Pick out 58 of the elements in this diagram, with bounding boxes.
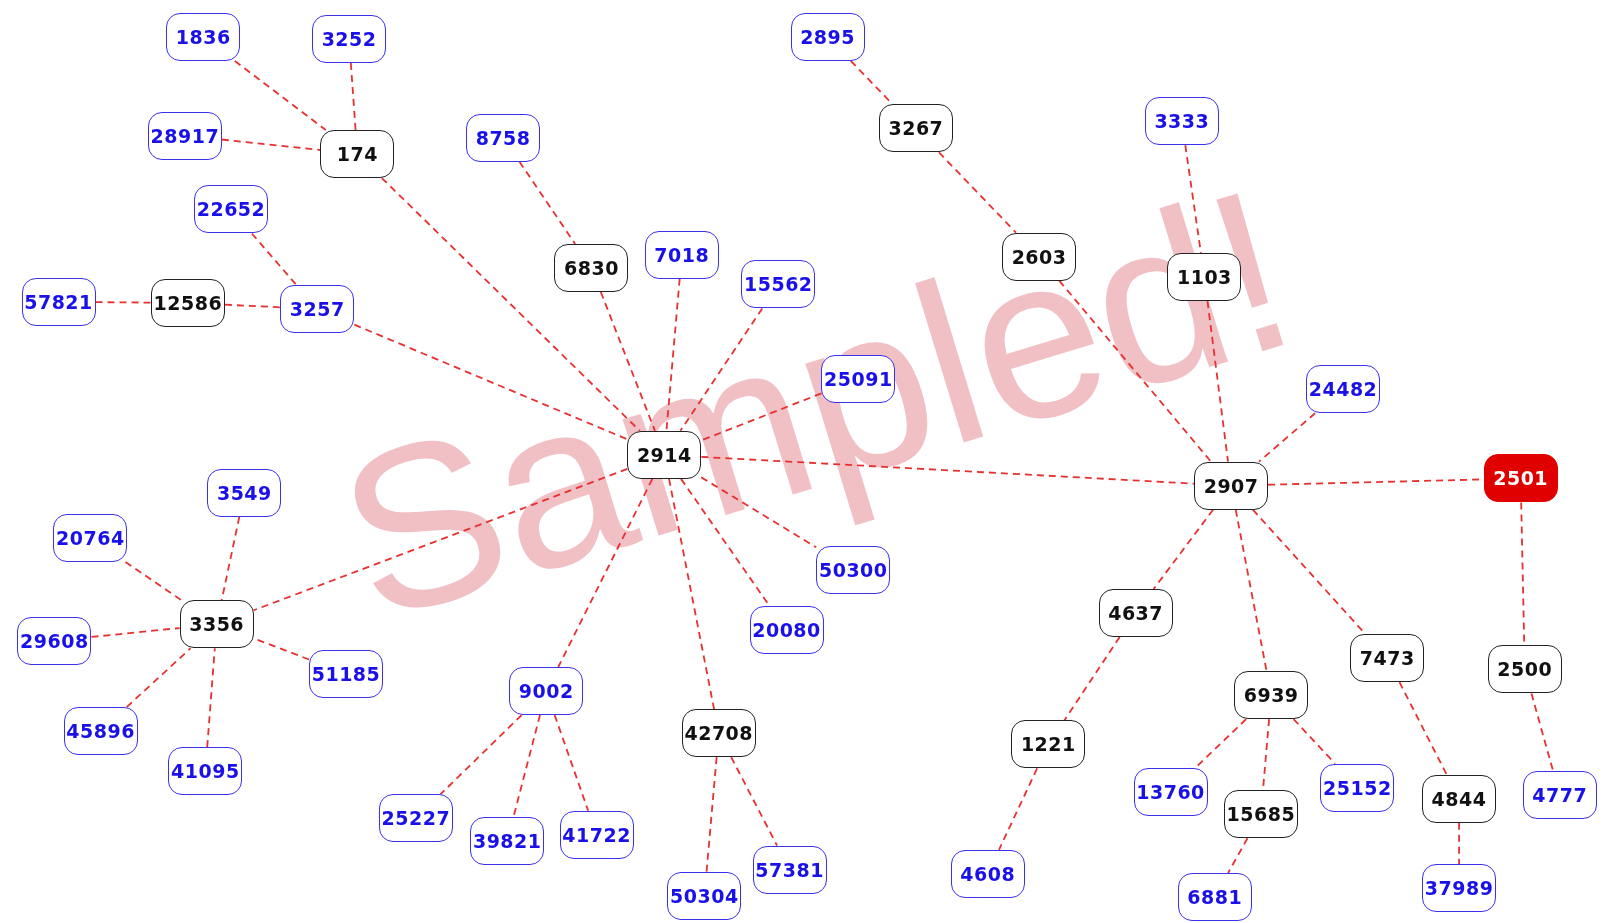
dashed-connector: [224, 303, 282, 309]
node-box: 6939: [1234, 671, 1309, 720]
node-box: 9002: [509, 667, 584, 715]
node-box: 25152: [1320, 763, 1395, 812]
dashed-connector: [94, 301, 152, 304]
dashed-connector: [439, 714, 523, 796]
dashed-connector: [1398, 681, 1448, 776]
dashed-connector: [1458, 821, 1460, 866]
node-box: 42708: [681, 709, 756, 758]
dashed-connector: [1530, 692, 1554, 772]
dashed-connector: [90, 627, 181, 638]
node-box: 4844: [1422, 774, 1497, 823]
node-box: 12586: [150, 278, 225, 327]
node-box: 4777: [1522, 770, 1597, 819]
node-box: 2500: [1487, 645, 1562, 694]
node-box: 41095: [168, 747, 243, 796]
node-box: 57821: [21, 277, 96, 326]
dashed-connector: [125, 647, 192, 708]
node-box: 1836: [166, 12, 241, 61]
node-box: 3267: [878, 104, 953, 153]
dashed-connector: [124, 561, 183, 602]
node-box: 57381: [752, 845, 827, 894]
node-box: 41722: [559, 810, 634, 859]
node-box: 13760: [1133, 767, 1208, 816]
dashed-connector: [250, 232, 298, 286]
dashed-connector: [234, 60, 327, 131]
node-box: 15685: [1223, 790, 1298, 839]
node-box: 3252: [312, 15, 387, 63]
node-box: 3333: [1144, 97, 1219, 146]
node-box: 20764: [53, 514, 128, 563]
node-box: 7473: [1350, 634, 1425, 683]
highlighted-node-box: 2501: [1483, 454, 1558, 503]
dashed-connector: [1292, 718, 1336, 765]
node-box: 45896: [63, 707, 138, 756]
dashed-connector: [512, 714, 541, 818]
node-box: 22652: [194, 185, 268, 234]
node-box: 37989: [1422, 864, 1497, 913]
dashed-connector: [206, 647, 216, 748]
dashed-connector: [705, 756, 718, 874]
dashed-connector: [349, 62, 357, 131]
node-box: 4608: [950, 849, 1025, 898]
node-box: 1221: [1011, 720, 1086, 769]
dashed-connector: [220, 138, 322, 151]
node-box: 50304: [667, 872, 742, 921]
node-box: 29608: [17, 616, 92, 665]
dashed-connector: [730, 756, 779, 847]
node-box: 39821: [470, 816, 545, 865]
node-box: 2895: [790, 12, 865, 61]
node-box: 3549: [207, 468, 282, 517]
node-box: 3356: [179, 600, 254, 649]
dashed-connector: [553, 714, 590, 812]
node-box: 25227: [378, 794, 453, 843]
dashed-connector: [1227, 837, 1249, 874]
dashed-connector: [220, 515, 241, 602]
node-box: 24482: [1306, 365, 1381, 414]
node-box: 6881: [1177, 873, 1252, 921]
dashed-connector: [998, 767, 1038, 851]
node-box: 28917: [147, 111, 222, 160]
